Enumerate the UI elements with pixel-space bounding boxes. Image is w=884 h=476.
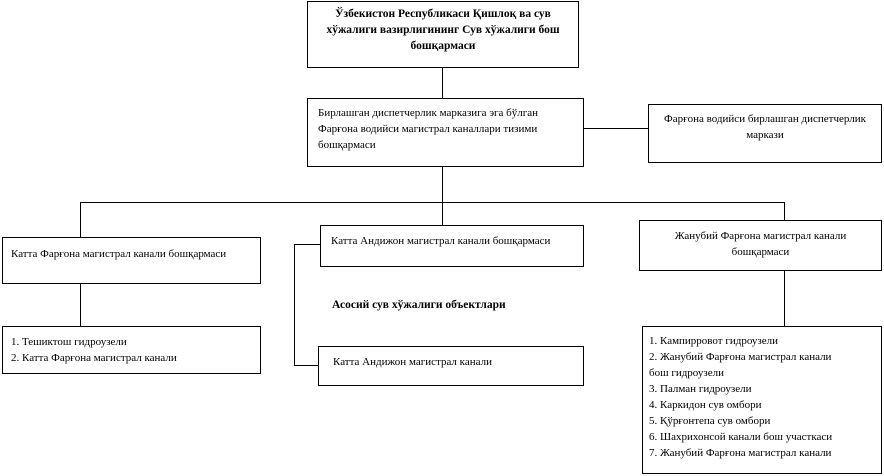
- connector-bus-to-jfmk: [784, 202, 785, 220]
- kfmk-objects-box: 1. Тешиктош гидроузели 2. Катта Фарғона …: [2, 326, 261, 374]
- connector-kamk-bracket-top: [294, 244, 320, 245]
- connector-kfmk-to-objects: [80, 284, 81, 326]
- list-item: 4. Каркидон сув омбори: [649, 399, 762, 411]
- connector-admin-down: [442, 167, 443, 203]
- main-objects-label: Асосий сув хўжалиги объектлари: [332, 297, 506, 313]
- connector-horizontal-bus: [80, 202, 784, 203]
- list-item: 5. Қўрғонтепа сув омбори: [649, 415, 771, 427]
- list-item: 3. Палман гидроузели: [649, 383, 752, 395]
- kfmk-objects-list: 1. Тешиктош гидроузели 2. Катта Фарғона …: [11, 334, 254, 366]
- list-item: 1. Кампирровот гидроузели: [649, 335, 779, 347]
- kamk-objects-box-text: Катта Андижон магистрал канали: [333, 356, 492, 368]
- main-admin-box-text: Бирлашган диспетчерлик марказига эга бўл…: [318, 107, 539, 151]
- kfmk-admin-box: Катта Фарғона магистрал канали бошқармас…: [2, 237, 261, 284]
- jfmk-admin-box-text: Жанубий Фарғона магистрал канали бошқарм…: [674, 230, 847, 258]
- list-item: 7. Жанубий Фарғона магистрал канали: [649, 447, 832, 459]
- connector-jfmk-to-objects: [784, 271, 785, 326]
- main-admin-box: Бирлашган диспетчерлик марказига эга бўл…: [307, 98, 584, 167]
- connector-kamk-bracket-bottom: [294, 365, 318, 366]
- list-item: бош гидроузели: [649, 367, 724, 379]
- kamk-admin-box-text: Катта Андижон магистрал канали бошқармас…: [331, 235, 551, 247]
- kamk-objects-box: Катта Андижон магистрал канали: [318, 346, 584, 386]
- kfmk-admin-box-text: Катта Фарғона магистрал канали бошқармас…: [11, 248, 227, 260]
- connector-bus-to-kamk: [442, 202, 443, 225]
- jfmk-objects-list: 1. Кампирровот гидроузели 2. Жанубий Фар…: [649, 333, 877, 461]
- dispatch-center-box: Фарғона водийси бирлашган диспетчерлик м…: [648, 104, 882, 163]
- connector-bus-to-kfmk: [80, 202, 81, 237]
- ministry-box: Ўзбекистон Республикаси Қишлоқ ва сув хў…: [307, 1, 579, 68]
- list-item: 6. Шахрихонсой канали бош участкаси: [649, 431, 833, 443]
- list-item: 2. Катта Фарғона магистрал канали: [11, 352, 177, 364]
- main-objects-label-text: Асосий сув хўжалиги объектлари: [332, 299, 506, 311]
- jfmk-admin-box: Жанубий Фарғона магистрал канали бошқарм…: [639, 220, 882, 271]
- connector-ministry-to-admin: [442, 68, 443, 98]
- dispatch-center-box-text: Фарғона водийси бирлашган диспетчерлик м…: [664, 113, 866, 141]
- list-item: 2. Жанубий Фарғона магистрал канали: [649, 351, 832, 363]
- ministry-box-text: Ўзбекистон Республикаси Қишлоқ ва сув хў…: [326, 8, 560, 52]
- connector-kamk-bracket-vertical: [294, 244, 295, 366]
- connector-admin-to-dispatch: [584, 128, 648, 129]
- list-item: 1. Тешиктош гидроузели: [11, 336, 127, 348]
- jfmk-objects-box: 1. Кампирровот гидроузели 2. Жанубий Фар…: [642, 326, 882, 474]
- kamk-admin-box: Катта Андижон магистрал канали бошқармас…: [320, 225, 584, 267]
